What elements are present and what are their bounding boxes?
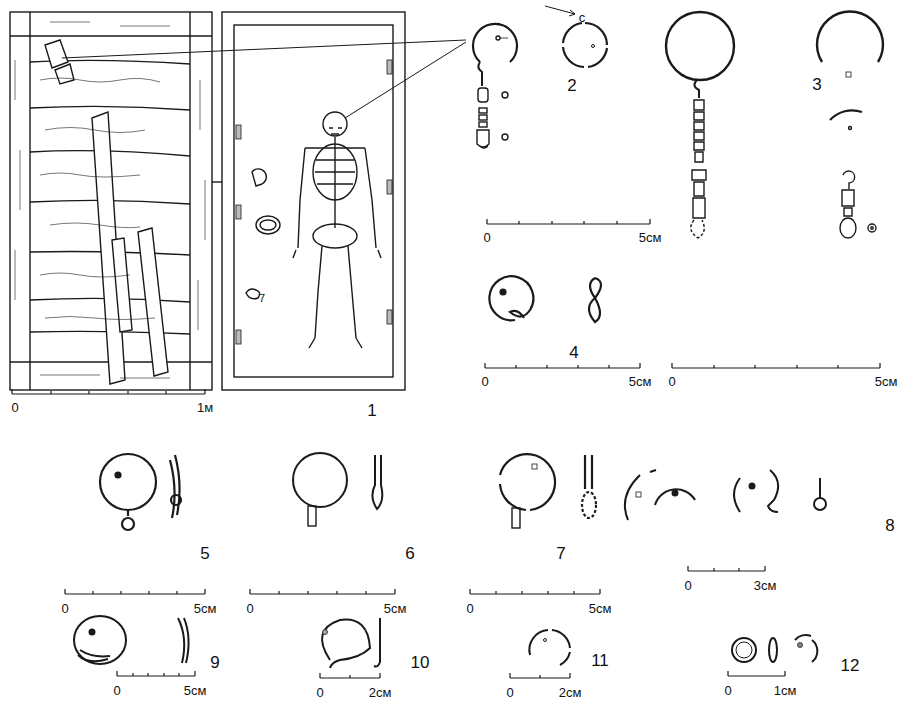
scale-label: 3см	[754, 579, 777, 592]
temple-ring-8	[625, 470, 826, 520]
callout-number: 12	[841, 657, 860, 674]
scale-label: 0	[61, 602, 68, 615]
scale-label: 2см	[369, 686, 392, 699]
callout-number: 9	[210, 654, 219, 671]
scale-label: 0	[724, 684, 731, 697]
callout-number: 8	[885, 517, 894, 534]
callout-number: 6	[405, 545, 414, 562]
temple-ring-9	[74, 616, 189, 664]
scale-label: 0	[466, 602, 473, 615]
north-mark: с	[579, 11, 586, 24]
temple-ring-12	[732, 635, 817, 662]
temple-ring-4	[489, 276, 601, 322]
scale-label: 5см	[194, 602, 217, 615]
callout-number: 5	[200, 545, 209, 562]
scale-label: 5см	[875, 375, 898, 388]
temple-ring-5	[100, 454, 181, 530]
scale-label: 0	[684, 579, 691, 592]
scale-label: 0	[483, 231, 490, 244]
scale-label: 0	[11, 401, 18, 414]
scale-label: 5см	[384, 602, 407, 615]
scale-label: 0	[113, 684, 120, 697]
callout-number: 10	[411, 654, 430, 671]
scale-label: 1см	[774, 684, 797, 697]
scale-label: 0	[246, 602, 253, 615]
temple-ring-2	[563, 23, 607, 67]
scale-label: 5см	[589, 602, 612, 615]
temple-ring-7	[500, 454, 596, 528]
scale-label: 0	[668, 375, 675, 388]
grave-burial-plan	[222, 6, 575, 390]
callout-number: 7	[556, 545, 565, 562]
temple-ring-10	[322, 618, 380, 668]
scale-label: 5см	[639, 231, 662, 244]
grave-cover-plan	[10, 12, 466, 390]
temple-ring-6	[293, 453, 382, 526]
scale-label: 2см	[559, 686, 582, 699]
scale-label: 1м	[197, 401, 213, 414]
scale-label: 0	[481, 375, 488, 388]
callout-number: 3	[812, 76, 821, 93]
temple-ring-1	[473, 24, 517, 148]
temple-ring-11	[529, 630, 570, 665]
callout-number: 11	[591, 652, 609, 669]
find-number: 7	[259, 293, 265, 304]
scale-label: 5см	[184, 684, 207, 697]
callout-number: 2	[567, 77, 576, 94]
scale-bars	[12, 219, 880, 678]
temple-ring-3	[666, 12, 883, 238]
scale-label: 5см	[629, 375, 652, 388]
scale-label: 0	[316, 686, 323, 699]
callout-number: 4	[569, 344, 578, 361]
callout-number: 1	[367, 402, 376, 419]
scale-label: 0	[506, 686, 513, 699]
